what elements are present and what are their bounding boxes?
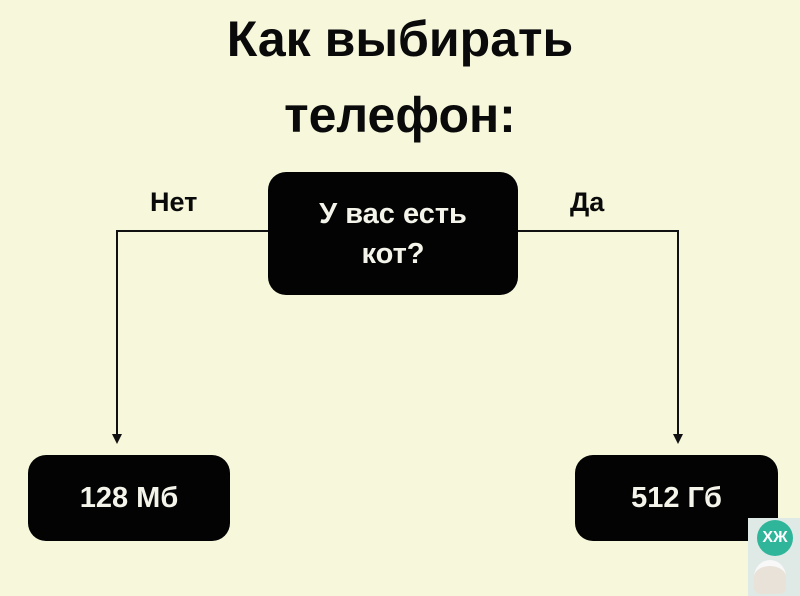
- no-arrowhead: [112, 434, 122, 444]
- question-line-2: кот?: [361, 237, 425, 270]
- branch-label-no: Нет: [150, 187, 198, 217]
- branch-label-yes: Да: [570, 187, 605, 217]
- no-connector: [116, 230, 268, 436]
- watermark-logo: ХЖ: [748, 518, 800, 596]
- outcome-node-yes: 512 Гб: [575, 455, 778, 541]
- title-line-2: телефон:: [284, 87, 516, 143]
- question-node: У вас есть кот?: [268, 172, 518, 295]
- question-line-1: У вас есть: [319, 197, 467, 230]
- title-line-1: Как выбирать: [226, 11, 574, 67]
- yes-arrowhead: [673, 434, 683, 444]
- yes-connector: [518, 230, 679, 436]
- cartoon-face-icon: [754, 560, 786, 594]
- logo-badge: ХЖ: [757, 520, 793, 556]
- outcome-node-no: 128 Мб: [28, 455, 230, 541]
